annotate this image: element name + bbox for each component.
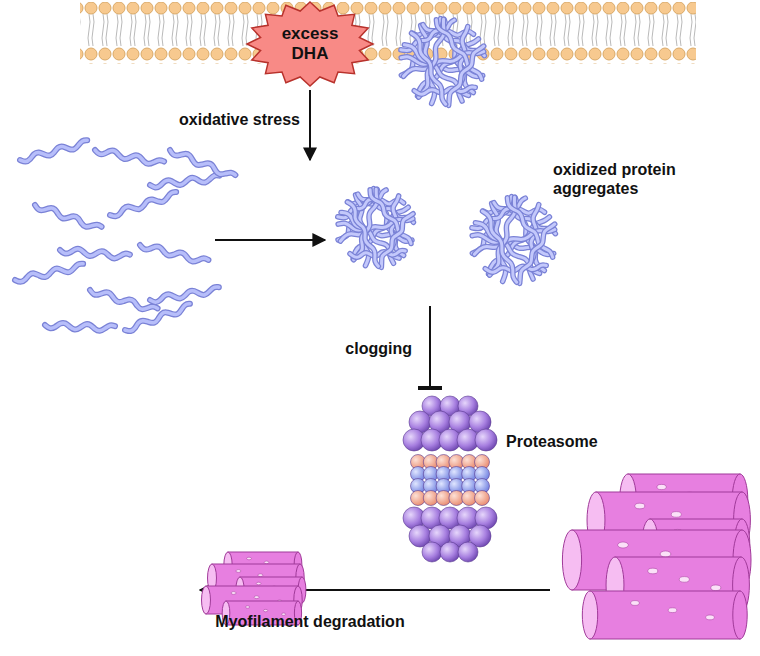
protein-aggregates: [338, 19, 556, 284]
star-node: excess DHA: [245, 0, 375, 88]
proteasome-figure: [403, 396, 497, 562]
proteasome-group: Proteasome: [400, 392, 630, 562]
membrane-bilayer: [80, 2, 696, 64]
step-label: oxidative stress: [160, 110, 300, 129]
aggregation-arrow: [215, 239, 325, 241]
node-text: excess DHA: [275, 24, 345, 65]
protein-strands: [15, 140, 235, 331]
node-text: Proteasome: [506, 432, 626, 451]
inhibition-connector: [429, 306, 431, 388]
edge-label: clogging: [345, 339, 412, 358]
stress-arrow: [309, 90, 311, 160]
step-label: Myofilament degradation: [215, 612, 405, 631]
myofilament-bundles: [202, 474, 751, 639]
node-text: oxidized protein aggregates: [553, 160, 693, 198]
aggregate-group: oxidized protein aggregates: [335, 14, 700, 306]
